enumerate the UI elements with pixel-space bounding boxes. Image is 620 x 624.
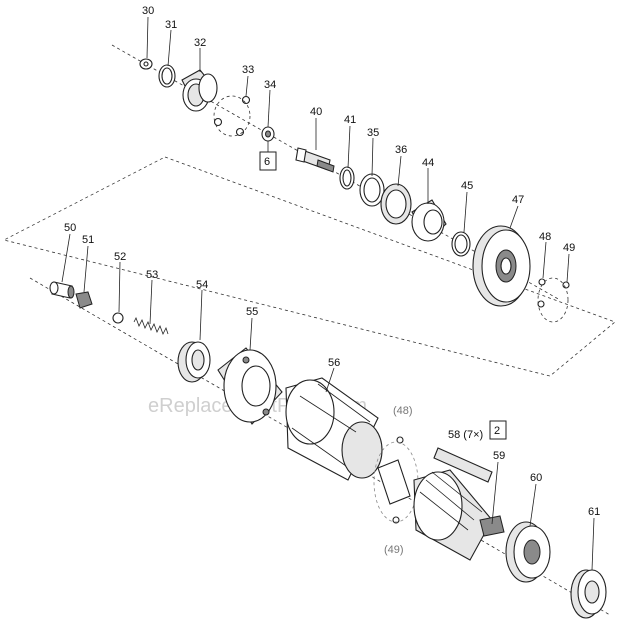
leader-lines xyxy=(61,16,595,571)
callout-49: 49 xyxy=(563,242,575,254)
part-58-brushes xyxy=(433,447,493,483)
part-40-shaft xyxy=(295,147,335,173)
callout-33: 33 xyxy=(242,64,254,76)
callout-30: 30 xyxy=(142,5,154,17)
callout-31: 31 xyxy=(165,19,177,31)
part-45-ring xyxy=(451,231,471,257)
part-55-end-bracket xyxy=(217,347,283,425)
callout-34: 34 xyxy=(264,79,276,91)
part-33-balls xyxy=(213,95,251,137)
part-32-bearing xyxy=(181,69,218,112)
part-30-washer xyxy=(139,58,153,70)
armature xyxy=(377,459,505,561)
part-51-pinion xyxy=(75,291,93,309)
part-56-stator xyxy=(285,377,383,481)
part-36-gear-ring xyxy=(380,183,412,225)
part-35-ring xyxy=(359,173,385,207)
part-60-fan xyxy=(505,521,551,583)
callout-55: 55 xyxy=(246,306,258,318)
callout-59: 59 xyxy=(493,450,505,462)
callout-45: 45 xyxy=(461,180,473,192)
part-34-sleeve xyxy=(261,126,275,142)
part-44-hub xyxy=(411,199,447,242)
callout-49-ref: (49) xyxy=(384,544,404,556)
callout-52: 52 xyxy=(114,251,126,263)
callout-58: 58 (7×) xyxy=(448,429,483,441)
callout-32: 32 xyxy=(194,37,206,49)
callout-53: 53 xyxy=(146,269,158,281)
callout-54: 54 xyxy=(196,279,208,291)
callout-56: 56 xyxy=(328,357,340,369)
part-53-spring xyxy=(133,317,169,335)
part-54-bearing xyxy=(177,341,211,383)
callout-40: 40 xyxy=(310,106,322,118)
callout-47: 47 xyxy=(512,194,524,206)
part-48-49-balls xyxy=(537,277,570,323)
boxed-ref-2: 2 xyxy=(489,420,507,440)
callout-41: 41 xyxy=(344,114,356,126)
boxed-ref-6: 6 xyxy=(259,151,277,171)
svg-text:6: 6 xyxy=(264,156,270,168)
part-31-snap-ring xyxy=(158,64,176,88)
callout-61: 61 xyxy=(588,506,600,518)
callout-35: 35 xyxy=(367,127,379,139)
part-41-ring xyxy=(339,166,355,190)
callout-60: 60 xyxy=(530,472,542,484)
part-61-bearing xyxy=(570,569,607,619)
part-50-sleeve xyxy=(49,281,75,299)
callout-51: 51 xyxy=(82,234,94,246)
callout-50: 50 xyxy=(64,222,76,234)
callout-48: 48 xyxy=(539,231,551,243)
svg-text:2: 2 xyxy=(494,425,500,437)
callout-44: 44 xyxy=(422,157,434,169)
part-52-ball xyxy=(112,312,124,324)
part-47-plate xyxy=(472,225,531,307)
subassembly-boundary xyxy=(2,156,616,377)
callout-36: 36 xyxy=(395,144,407,156)
callout-48-ref: (48) xyxy=(393,405,413,417)
